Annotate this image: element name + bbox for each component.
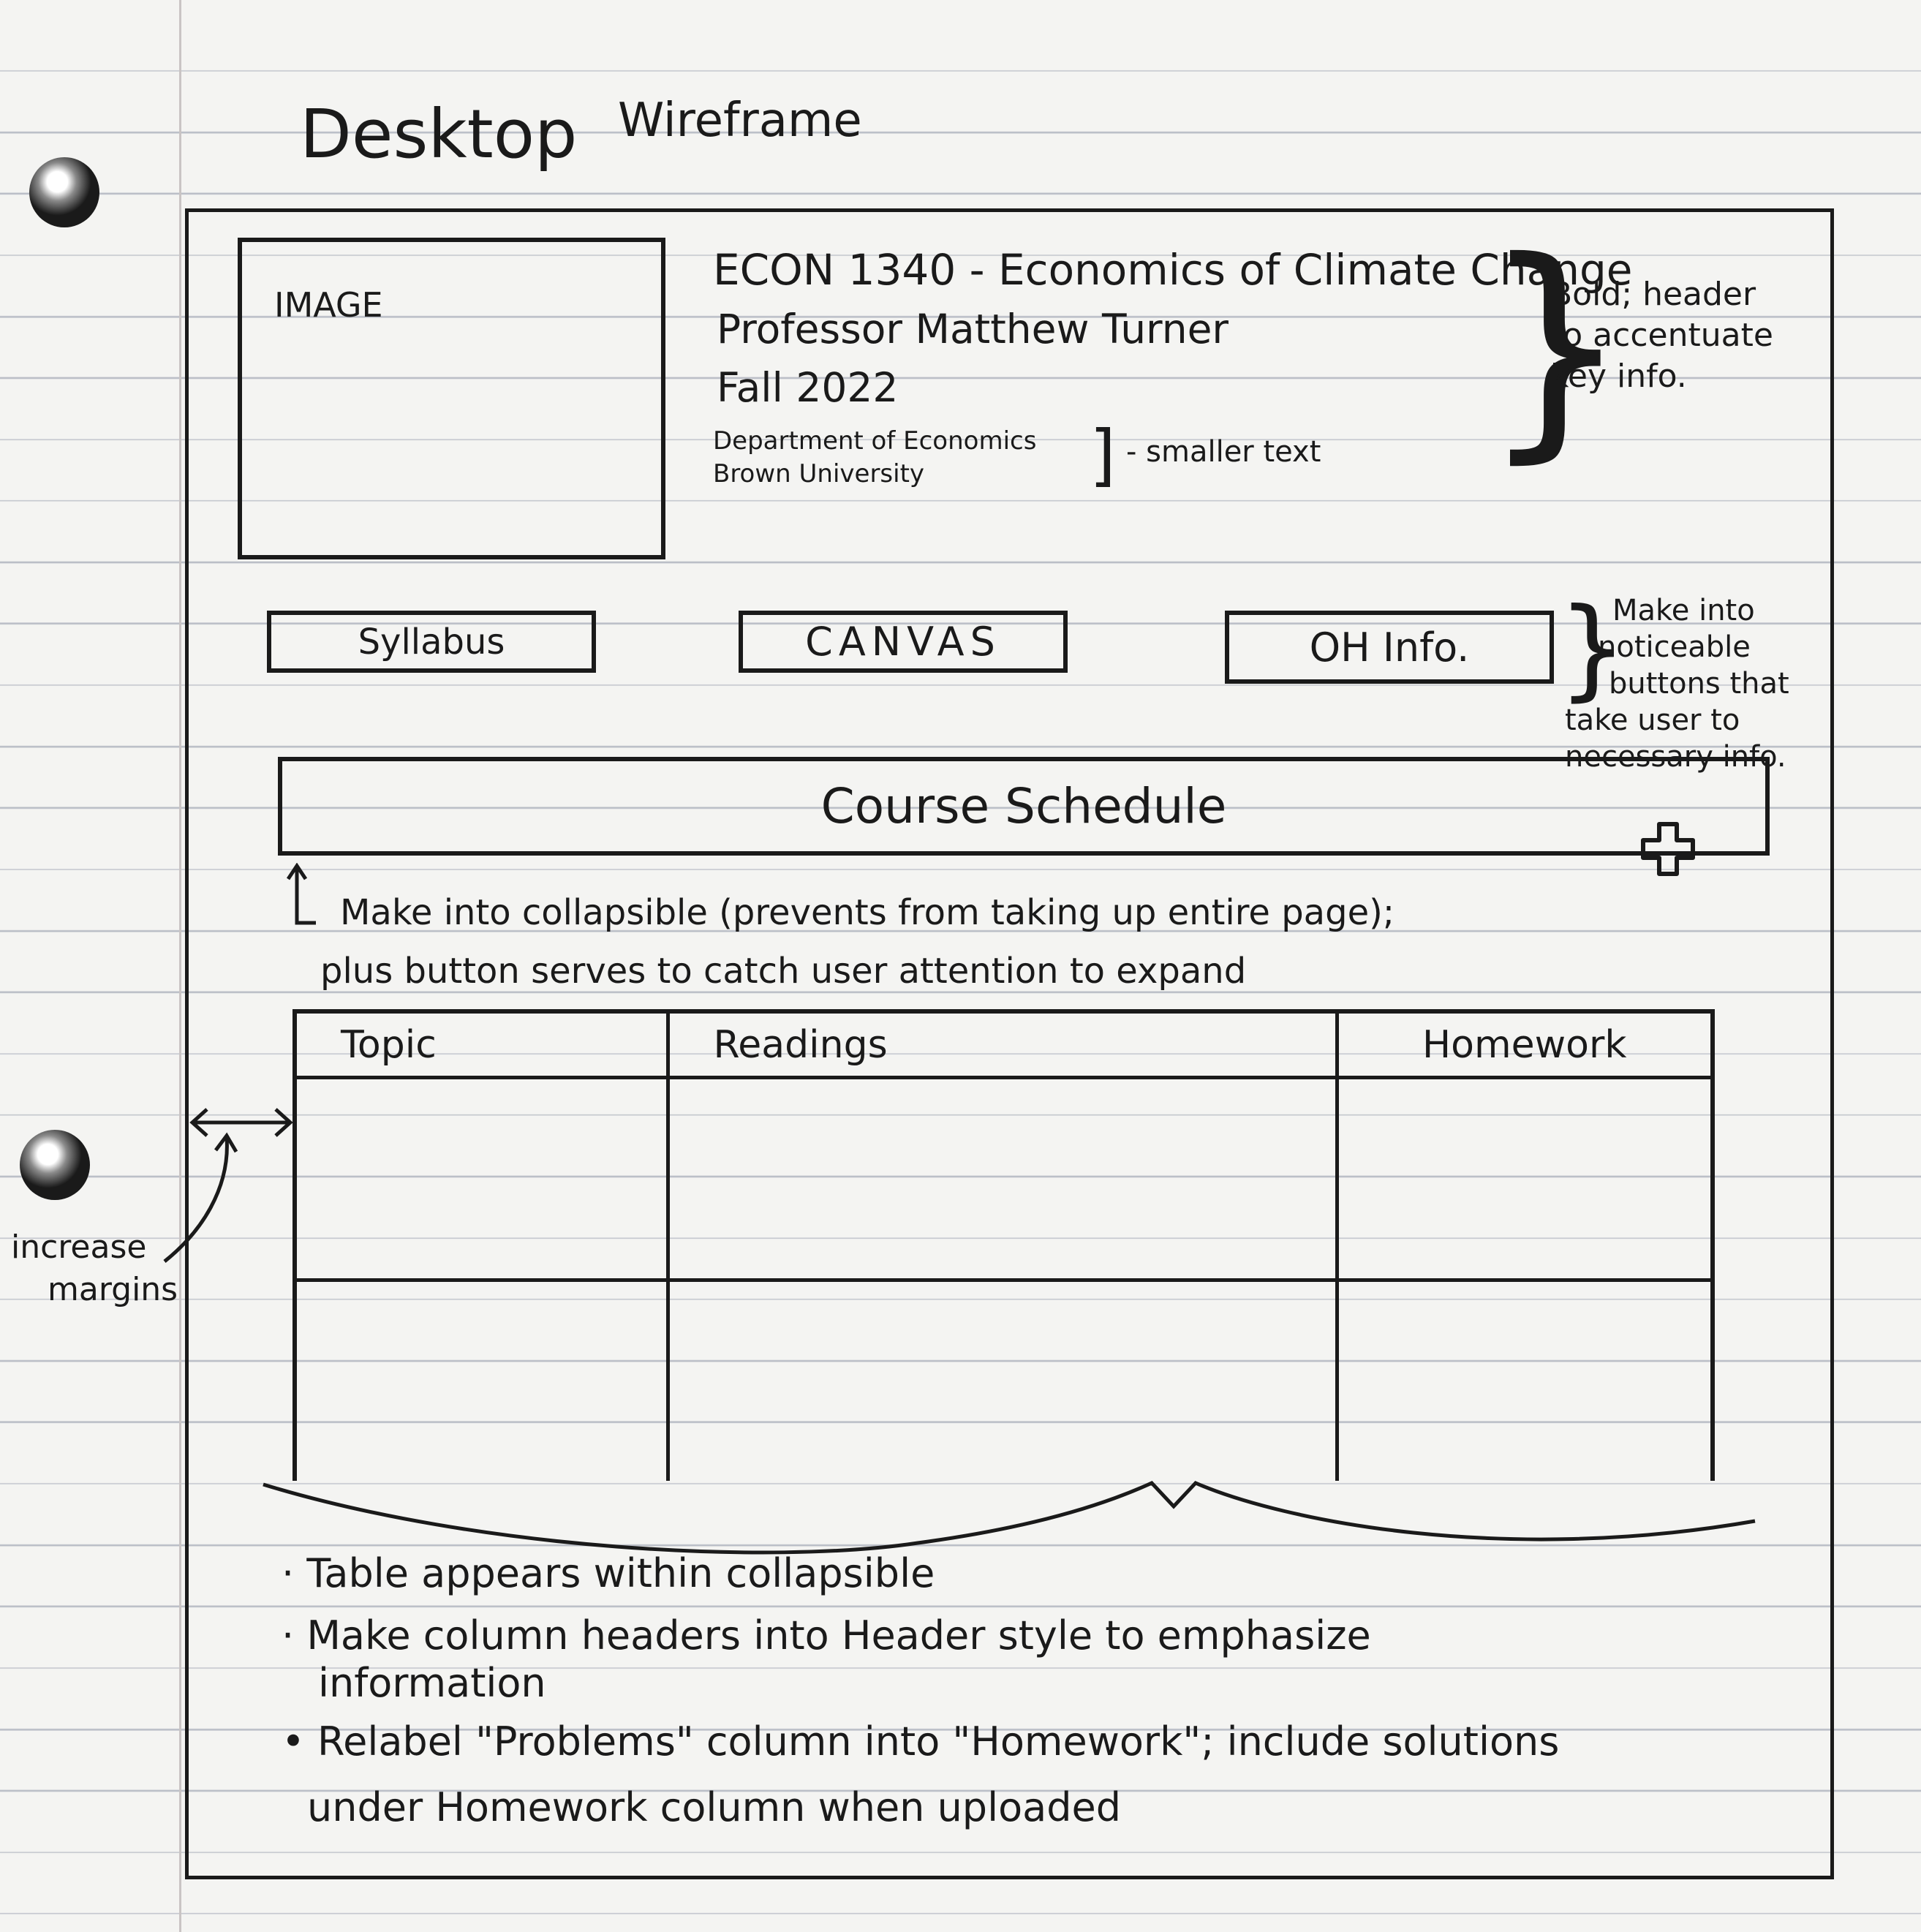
brace-mark: } [1558,585,1628,712]
collapsible-note: Make into collapsible (prevents from tak… [340,892,1394,933]
canvas-button[interactable]: CANVAS [739,611,1068,673]
note-bullet-continued: information [318,1660,546,1706]
margins-note: margins [48,1271,178,1308]
desktop-frame [185,208,1834,1879]
note-line: buttons that [1609,667,1789,701]
page-title: Desktop [300,95,578,173]
column-header-topic: Topic [295,1011,670,1079]
course-schedule-title: Course Schedule [820,778,1227,834]
buttons-note: Make into noticeable buttons that take u… [1565,592,1789,775]
arrow-up-icon [287,863,316,925]
note-line: key info. [1550,358,1687,395]
table-cell [668,1077,1339,1282]
note-line: noticeable [1598,630,1751,664]
bracket-mark: ] [1090,416,1116,494]
note-line: Make into [1612,594,1755,627]
collapsible-note: plus button serves to catch user attenti… [320,951,1247,992]
table-cell [295,1077,670,1282]
table-cell [668,1280,1339,1481]
professor-name: Professor Matthew Turner [717,306,1229,352]
course-title: ECON 1340 - Economics of Climate Change [713,245,1633,295]
department-name: Department of Economics [713,426,1037,456]
table-header-row: Topic Readings Homework [295,1011,1713,1079]
note-line: Bold; header [1550,276,1756,313]
table-row [295,1280,1713,1482]
table-continuation-wave [263,1480,1756,1555]
image-placeholder [238,238,665,559]
note-bullet: · Make column headers into Header style … [282,1612,1371,1659]
note-bullet-continued: under Homework column when uploaded [307,1784,1121,1830]
curved-arrow-icon [163,1132,238,1263]
table-row [295,1077,1713,1282]
smaller-text-note: - smaller text [1126,435,1321,469]
schedule-table: Topic Readings Homework [293,1009,1715,1481]
column-header-readings: Readings [668,1011,1339,1079]
note-bullet: · Table appears within collapsible [282,1550,935,1596]
page-subtitle: Wireframe [618,94,862,148]
double-arrow-icon [189,1108,293,1137]
plus-icon[interactable] [1639,820,1697,878]
note-line: take user to [1565,703,1740,737]
note-line: to accentuate [1550,317,1773,354]
oh-info-button[interactable]: OH Info. [1225,611,1554,684]
table-cell [1337,1280,1713,1482]
university-name: Brown University [713,459,925,488]
image-placeholder-label: IMAGE [274,285,383,325]
table-cell [1337,1077,1713,1282]
binder-hole [20,1130,90,1200]
course-term: Fall 2022 [717,364,899,411]
binder-hole [29,157,99,227]
brace-mark: } [1481,211,1630,483]
notebook-margin-line [179,0,181,1932]
column-header-homework: Homework [1337,1011,1713,1079]
syllabus-button[interactable]: Syllabus [267,611,596,673]
course-schedule-collapsible[interactable]: Course Schedule [278,757,1770,876]
margins-note: increase [11,1229,147,1266]
bold-header-note: Bold; header to accentuate key info. [1550,274,1773,397]
note-bullet: • Relabel "Problems" column into "Homewo… [282,1718,1560,1765]
table-cell [295,1280,670,1481]
